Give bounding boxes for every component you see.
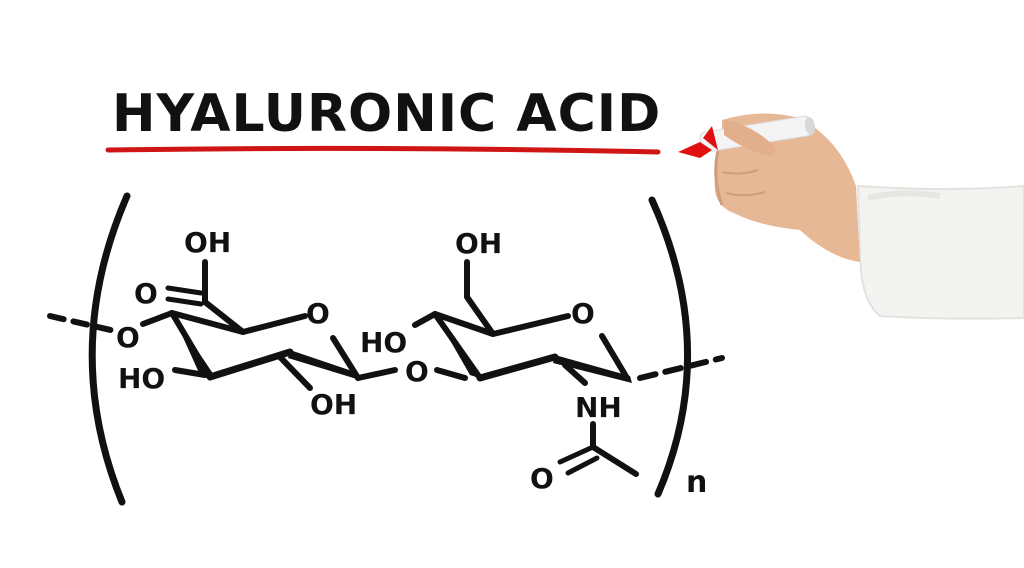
label-oh-bottom-1: OH	[310, 388, 357, 421]
right-bracket	[648, 196, 691, 498]
left-bracket	[88, 192, 131, 506]
label-nh: NH	[575, 391, 622, 424]
label-carbonyl-o: O	[134, 277, 158, 310]
label-ho-2: HO	[360, 326, 407, 359]
label-glycosidic-o: O	[405, 355, 429, 388]
repeat-subscript: n	[686, 465, 707, 500]
hand	[714, 113, 860, 262]
title: HYALURONIC ACID	[112, 84, 661, 144]
lab-coat-sleeve	[856, 184, 1024, 320]
title-underline	[105, 145, 661, 155]
label-ho-1: HO	[118, 362, 165, 395]
label-ring-o-2: O	[571, 297, 595, 330]
chemical-structure: OH O O O HO OH OH O HO O NH O n	[47, 192, 725, 506]
dashed-bond-left	[47, 313, 118, 334]
dashed-bond-right	[637, 355, 725, 381]
label-linker-o-left: O	[116, 321, 140, 354]
label-ring-o-1: O	[306, 297, 330, 330]
label-carboxyl-oh: OH	[184, 226, 231, 259]
label-ch2oh-oh: OH	[455, 227, 502, 260]
label-acetyl-o: O	[530, 462, 554, 495]
